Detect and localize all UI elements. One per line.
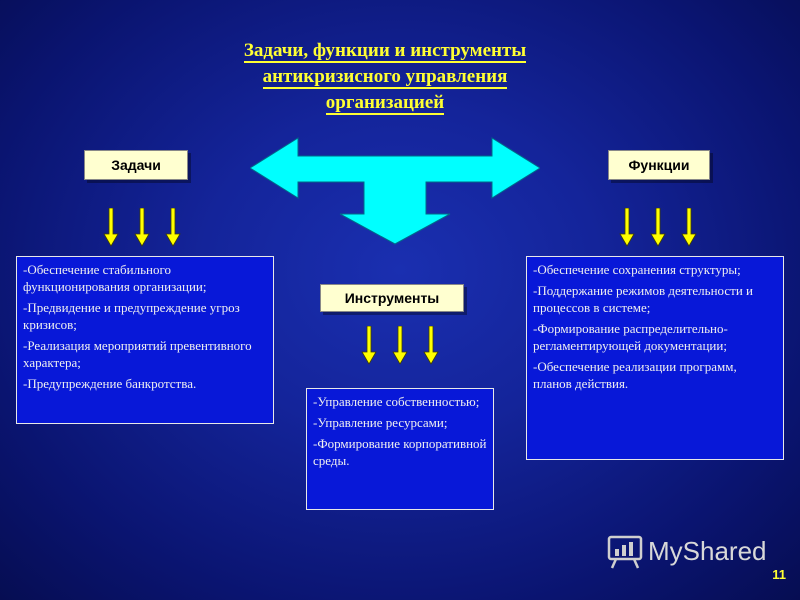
title-line-1: Задачи, функции и инструменты [243,40,527,63]
down-arrow-icon [134,208,150,247]
list-item: -Предвидение и предупреждение угроз криз… [23,300,240,332]
list-item: -Поддержание режимов деятельности и проц… [533,283,753,315]
down-arrow-icon [681,208,697,247]
list-item: -Формирование корпоративной среды. [313,436,487,468]
list-item: -Управление ресурсами; [313,415,448,430]
tasks-down-arrows [103,208,181,247]
instruments-label: Инструменты [320,284,464,312]
down-arrow-icon [650,208,666,247]
list-item: -Обеспечение сохранения структуры; [533,262,741,277]
down-arrow-icon [423,326,439,365]
tasks-box: -Обеспечение стабильного функционировани… [16,256,274,424]
watermark-text: MyShared [648,536,767,566]
title-line-2: антикризисного управления [262,66,508,89]
down-arrow-icon [361,326,377,365]
functions-down-arrows [619,208,697,247]
functions-box: -Обеспечение сохранения структуры; -Подд… [526,256,784,460]
instruments-down-arrows [361,326,439,365]
down-arrow-icon [165,208,181,247]
list-item: -Предупреждение банкротства. [23,376,197,391]
list-item: -Реализация мероприятий превентивного ха… [23,338,252,370]
instruments-box: -Управление собственностью; -Управление … [306,388,494,510]
tasks-label: Задачи [84,150,188,180]
list-item: -Управление собственностью; [313,394,480,409]
title-line-3: организацией [325,92,445,115]
down-arrow-icon [103,208,119,247]
presentation-board-icon [607,535,643,569]
down-arrow-icon [619,208,635,247]
page-number: 11 [772,567,786,582]
slide-title: Задачи, функции и инструменты антикризис… [160,38,610,116]
functions-label: Функции [608,150,710,180]
list-item: -Обеспечение реализации программ, планов… [533,359,737,391]
list-item: -Формирование распределительно-регламент… [533,321,728,353]
list-item: -Обеспечение стабильного функционировани… [23,262,207,294]
central-t-arrow [250,137,540,245]
down-arrow-icon [392,326,408,365]
